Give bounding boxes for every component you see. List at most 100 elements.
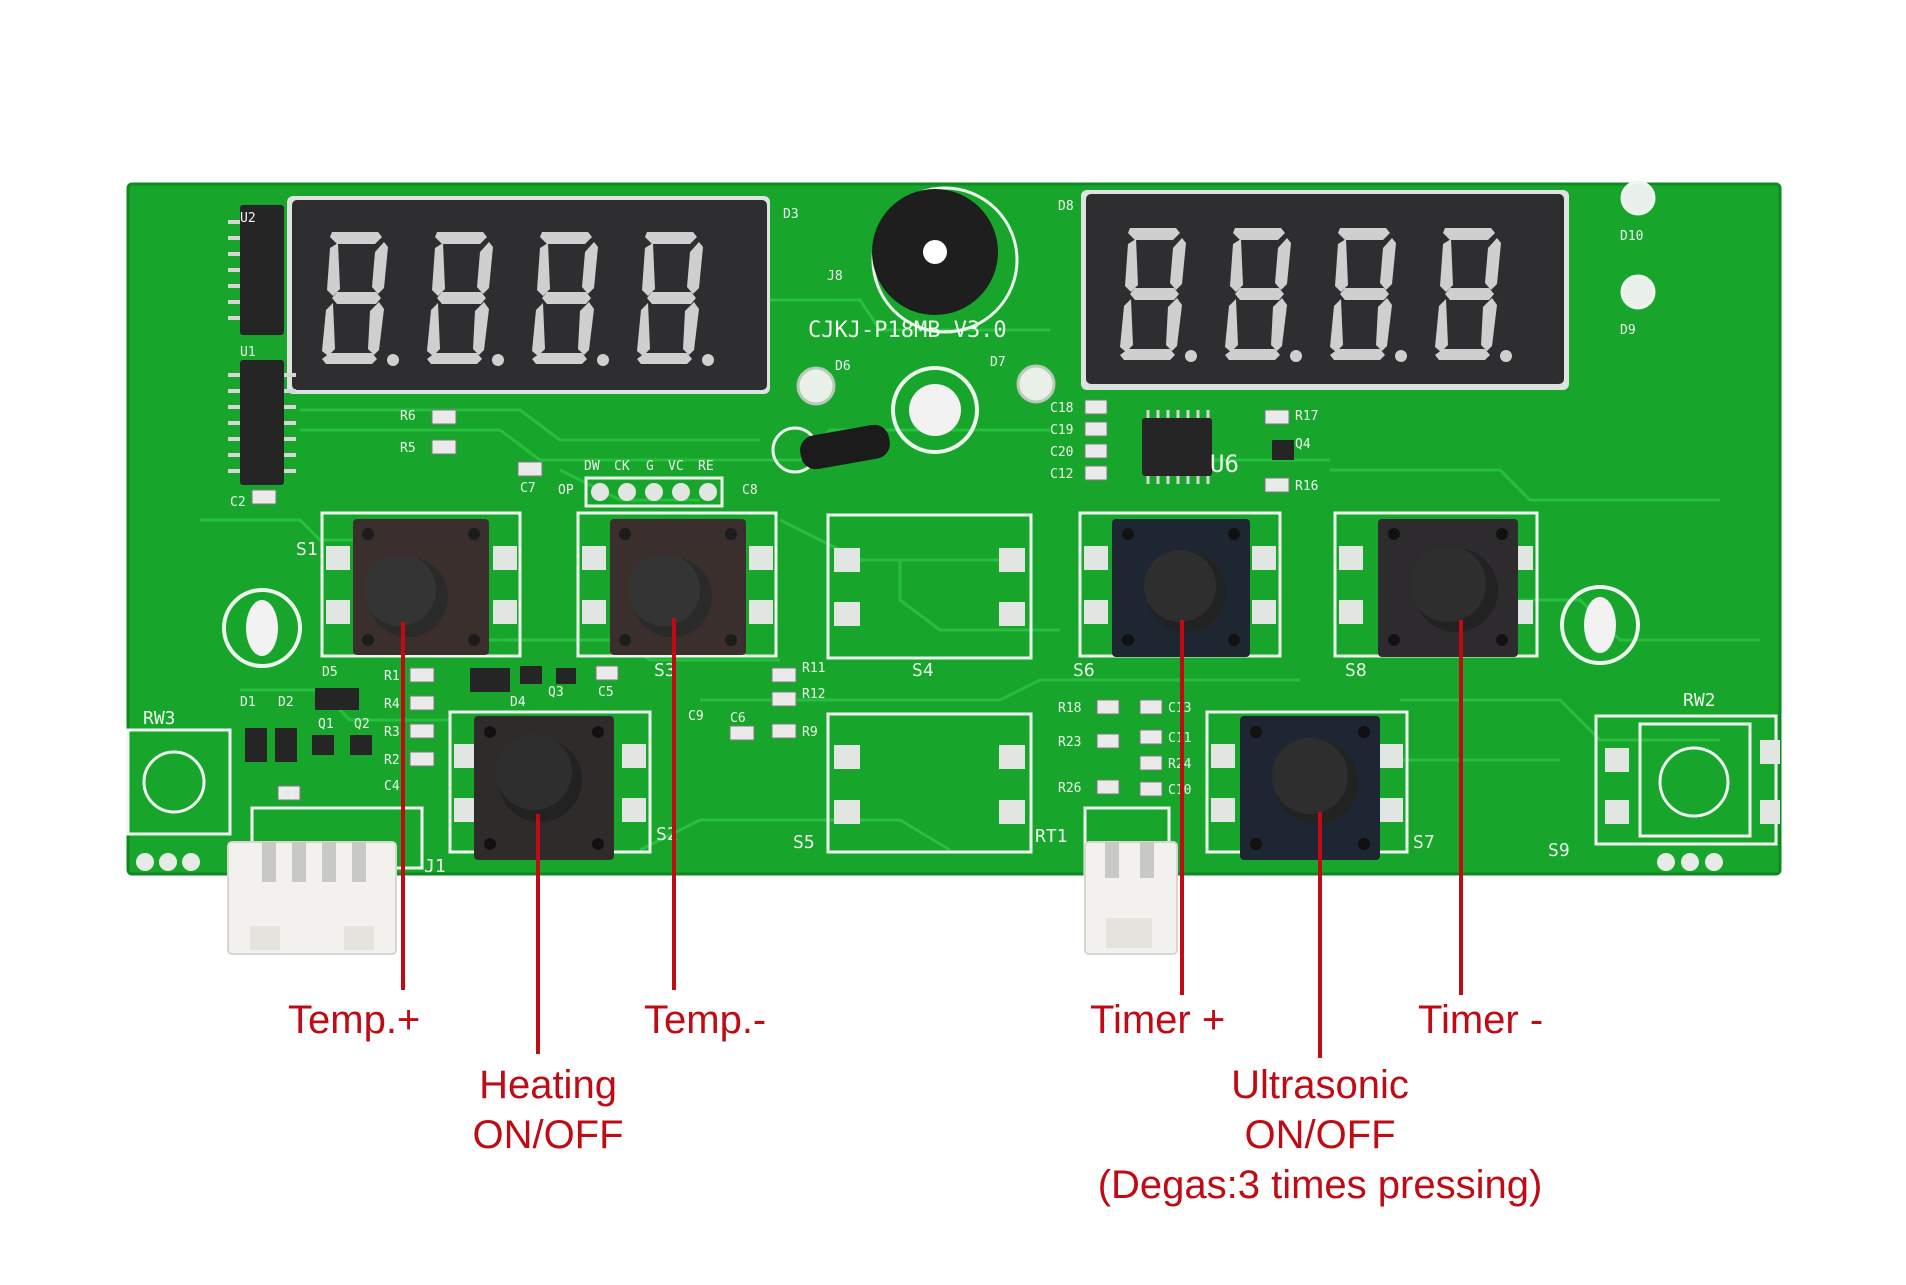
ic-u2 [228, 205, 284, 335]
label-d7: D7 [990, 355, 1006, 370]
buzzer [871, 186, 1019, 334]
callout-timer-minus: Timer - [1418, 998, 1544, 1042]
connector-j1 [227, 806, 424, 955]
label-d10: D10 [1620, 229, 1643, 244]
label-rw2: RW2 [1683, 690, 1716, 711]
callout-heating-line1: Heating [479, 1063, 617, 1107]
label-r11: R11 [802, 661, 825, 676]
switch-s3[interactable] [576, 511, 778, 658]
label-c18: C18 [1050, 401, 1073, 416]
label-r5: R5 [400, 441, 416, 456]
pot-rw2 [1594, 714, 1780, 846]
label-c9: C9 [688, 709, 704, 724]
label-q4: Q4 [1295, 437, 1311, 452]
label-r16: R16 [1295, 479, 1318, 494]
label-s8: S8 [1345, 660, 1367, 681]
leds [796, 180, 1656, 406]
label-j1: J1 [424, 856, 446, 877]
connector-rt1 [1083, 806, 1178, 955]
capacitor-c8 [771, 424, 890, 474]
header-pin-ck: CK [614, 459, 630, 474]
label-d9: D9 [1620, 323, 1636, 338]
switch-s8[interactable] [1333, 511, 1539, 658]
label-r12: R12 [802, 687, 825, 702]
callout-leaders [401, 618, 1463, 1058]
label-d8: D8 [1058, 199, 1074, 214]
label-c6: C6 [730, 711, 746, 726]
label-q3: Q3 [548, 685, 564, 700]
label-d1: D1 [240, 695, 256, 710]
pot-rw3 [126, 728, 232, 836]
silkscreen-labels: CJKJ-P18MB-V3.0 D3 D8 J8 U6 J1 RT1 D6 D7… [143, 199, 1716, 877]
edge-pads [136, 853, 1723, 871]
callout-ultrasonic: Ultrasonic ON/OFF (Degas:3 times pressin… [1070, 1060, 1570, 1210]
label-rw3: RW3 [143, 708, 176, 729]
label-d2: D2 [278, 695, 294, 710]
label-c19: C19 [1050, 423, 1073, 438]
label-s6: S6 [1073, 660, 1095, 681]
header-pin-vc: VC [668, 459, 684, 474]
label-r1: R1 [384, 669, 400, 684]
label-q1: Q1 [318, 717, 334, 732]
label-s9: S9 [1548, 840, 1570, 861]
display-left [287, 196, 770, 394]
callout-heating-line2: ON/OFF [472, 1113, 624, 1157]
callout-ultrasonic-line1: Ultrasonic [1231, 1063, 1409, 1107]
label-c11: C11 [1168, 731, 1191, 746]
label-c10: C10 [1168, 783, 1191, 798]
label-d4: D4 [510, 695, 526, 710]
label-r17: R17 [1295, 409, 1318, 424]
label-s5: S5 [793, 832, 815, 853]
label-s4: S4 [912, 660, 934, 681]
label-c13: C13 [1168, 701, 1191, 716]
label-s7: S7 [1413, 832, 1435, 853]
header-pin-re: RE [698, 459, 714, 474]
switch-s2[interactable] [448, 710, 652, 860]
label-r3: R3 [384, 725, 400, 740]
label-c4: C4 [384, 779, 400, 794]
board-model-label: CJKJ-P18MB-V3.0 [808, 318, 1007, 343]
switch-s6[interactable] [1078, 511, 1282, 658]
callout-ultrasonic-line2: ON/OFF [1244, 1113, 1396, 1157]
label-r6: R6 [400, 409, 416, 424]
callout-timer-plus: Timer + [1090, 998, 1226, 1042]
label-c20: C20 [1050, 445, 1073, 460]
label-r4: R4 [384, 697, 400, 712]
ic-u1 [228, 360, 296, 485]
label-u2: U2 [240, 211, 256, 226]
label-c1: C1 [280, 787, 296, 802]
label-q2: Q2 [354, 717, 370, 732]
label-c12: C12 [1050, 467, 1073, 482]
header-pin-dw: DW [584, 459, 600, 474]
smd-components [245, 399, 1294, 801]
callout-temp-minus: Temp.- [644, 998, 767, 1042]
callout-temp-plus: Temp.+ [288, 998, 421, 1042]
label-j8: J8 [827, 269, 843, 284]
label-c8: C8 [742, 483, 758, 498]
label-r26: R26 [1058, 781, 1081, 796]
label-u1: U1 [240, 345, 256, 360]
op-header [584, 476, 724, 508]
label-op: OP [558, 483, 574, 498]
switch-s1[interactable] [320, 511, 522, 658]
label-d5: D5 [322, 665, 338, 680]
label-rt1: RT1 [1035, 826, 1068, 847]
label-s1: S1 [296, 539, 318, 560]
label-r23: R23 [1058, 735, 1081, 750]
switch-s7[interactable] [1205, 710, 1409, 860]
label-r24: R24 [1168, 757, 1192, 772]
label-c5: C5 [598, 685, 614, 700]
label-s3: S3 [654, 660, 676, 681]
label-d6: D6 [835, 359, 851, 374]
label-d3: D3 [783, 207, 799, 222]
label-r18: R18 [1058, 701, 1081, 716]
display-right [1081, 190, 1569, 390]
switch-s4-footprint [826, 513, 1033, 660]
callout-heating: Heating ON/OFF [458, 1060, 638, 1160]
label-r2: R2 [384, 753, 400, 768]
label-c2: C2 [230, 495, 246, 510]
label-u6: U6 [1210, 450, 1239, 478]
mounting-holes [222, 366, 1640, 668]
